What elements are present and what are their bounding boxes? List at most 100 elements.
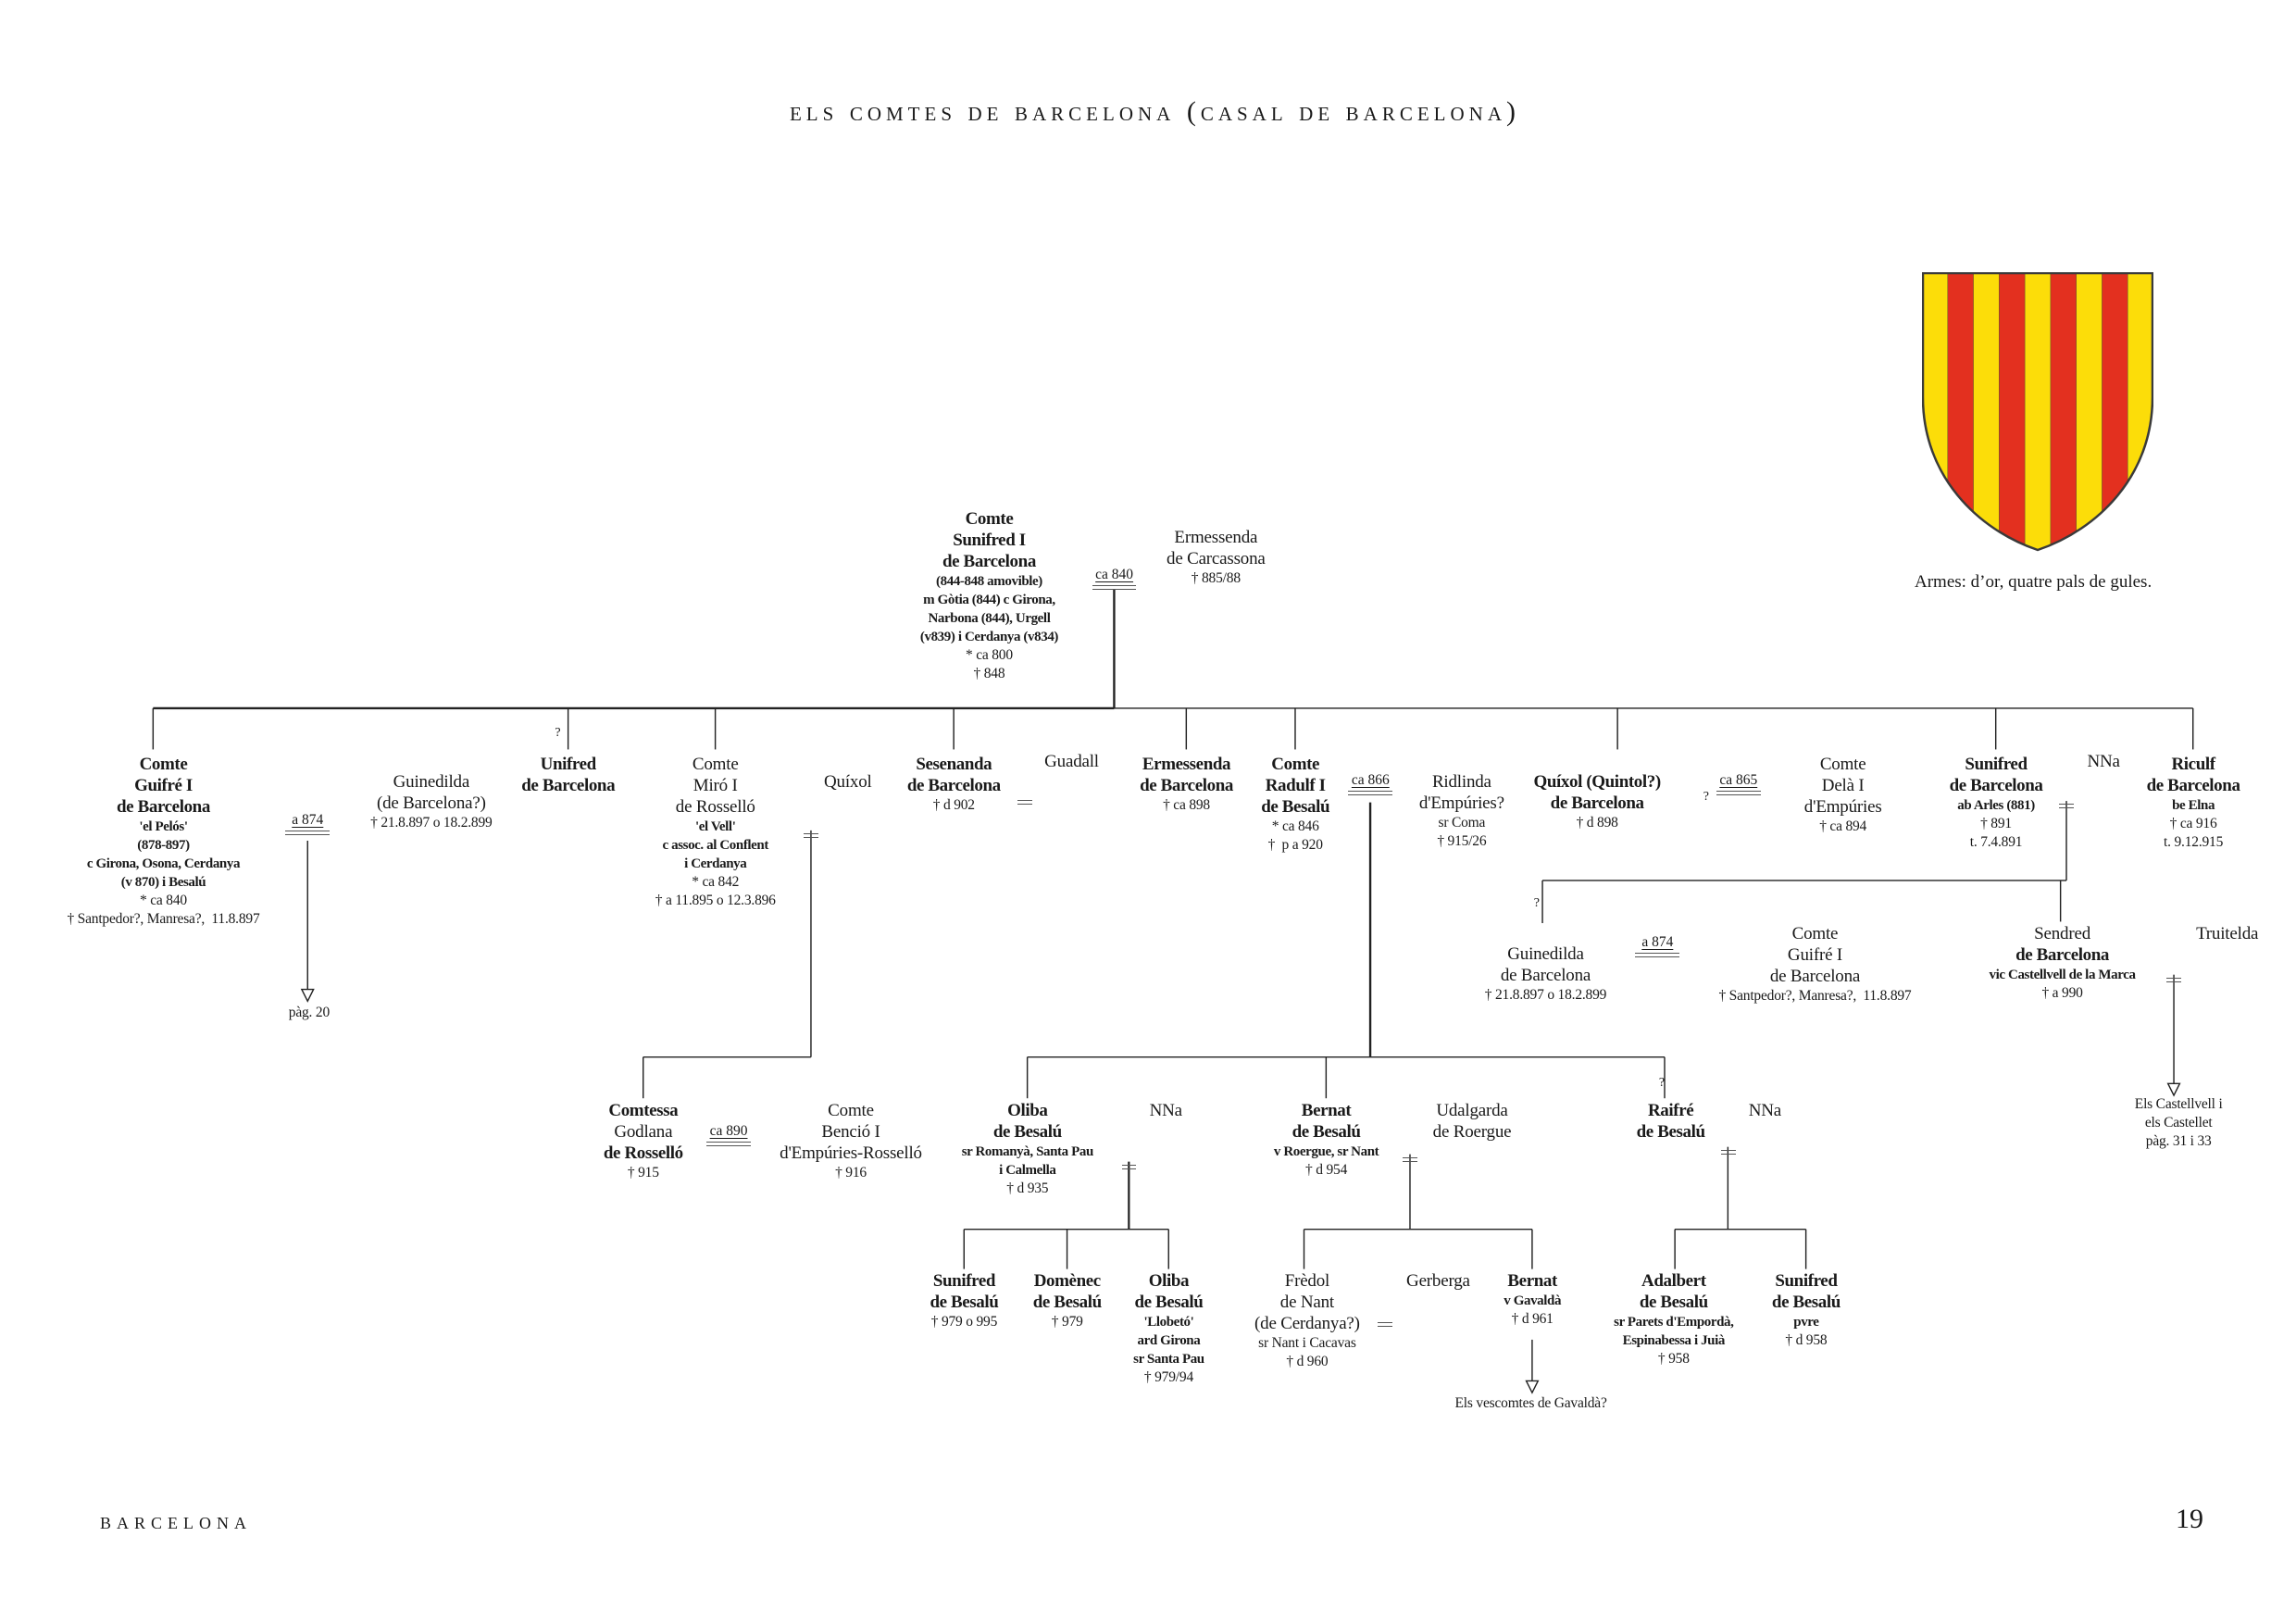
person-line: pàg. 20 [288, 1005, 330, 1021]
or-pale [1973, 273, 2001, 550]
person-line: be Elna [2172, 798, 2215, 814]
person-line: vic Castellvell de la Marca [1989, 967, 2136, 982]
marriage-date: ca 866 [1351, 772, 1390, 789]
marriage-sign [1635, 953, 1680, 958]
person-line: † 979 [1051, 1314, 1083, 1330]
marriage-a874b: a 874 [1629, 933, 1685, 958]
person-line: Guinedilda [1507, 944, 1584, 965]
person-pag20: pàg. 20 [115, 1004, 504, 1022]
person-line: Ermessenda [1174, 528, 1258, 548]
marriage-sign [1017, 799, 1032, 805]
person-line: de Nant [1279, 1293, 1335, 1313]
person-line: † ca 898 [1163, 797, 1210, 814]
person-line: NNa [1149, 1100, 1182, 1120]
person-line: * ca 842 [692, 874, 740, 891]
gules-pale [2050, 273, 2078, 550]
person-line: Gerberga [1406, 1271, 1470, 1292]
person-line: Miró I [693, 776, 738, 796]
person-line: Sunifred [1775, 1271, 1838, 1292]
marriage-date [783, 814, 839, 831]
person-line: Guinedilda [393, 772, 470, 793]
uncertain-mark: ? [1533, 896, 1540, 911]
marriage-sign [1720, 1150, 1736, 1156]
marriage-truitelda [2146, 958, 2202, 983]
person-line: Udalgarda [1436, 1100, 1508, 1120]
person-line: † d 935 [1006, 1180, 1049, 1196]
person-line: † 915/26 [1437, 833, 1487, 850]
person-line: de Besalú [1292, 1121, 1361, 1142]
marriage-date [1357, 1303, 1413, 1320]
marriage-sign [706, 1141, 751, 1146]
person-line: d'Empúries? [1418, 793, 1504, 814]
marriage-date: ca 840 [1095, 566, 1134, 582]
person-line: c assoc. al Conflent [662, 838, 768, 854]
person-line: Quíxol (Quintol?) [1533, 772, 1661, 793]
person-line: Sendred [2034, 923, 2091, 943]
person-line: † 915 [627, 1164, 659, 1181]
person-line: † p a 920 [1267, 837, 1323, 854]
person-line: Bernat [1301, 1100, 1352, 1120]
person-line: de Besalú [930, 1293, 999, 1313]
marriage-sign [1348, 791, 1393, 796]
person-vescomtes: Els vescomtes de Gavaldà? [1337, 1394, 1726, 1413]
marriage-sesenanda [997, 781, 1053, 805]
marriage-sign [285, 831, 331, 836]
person-line: † 21.8.897 o 18.2.899 [370, 815, 493, 831]
marriage-a874a: a 874 [280, 811, 335, 836]
person-nna1: NNa [1909, 751, 2296, 772]
person-line: Els vescomtes de Gavaldà? [1454, 1394, 1607, 1411]
person-line: Ridlinda [1431, 772, 1491, 793]
marriage-ca865: ca 865? [1703, 771, 1766, 804]
person-line: de Rosselló [675, 797, 755, 818]
person-line: Raifré [1647, 1100, 1694, 1120]
person-line: d'Empúries-Rosselló [780, 1143, 922, 1163]
marriage-date: ca 865 [1719, 772, 1758, 789]
person-line: de Barcelona [2015, 944, 2110, 965]
person-nna3: NNa [1570, 1100, 1959, 1121]
person-line: † ca 916 [2169, 816, 2217, 832]
person-truitelda: Truitelda [2033, 923, 2296, 944]
marriage-date [1382, 1138, 1438, 1156]
person-line: † 891 [1980, 816, 2012, 832]
person-line: Comte [1791, 923, 1839, 943]
person-line: † 958 [1657, 1351, 1690, 1368]
marriage-sign [2166, 978, 2182, 983]
person-line: Delà I [1821, 776, 1865, 796]
person-line: 'el Vell' [694, 819, 736, 835]
person-line: Comte [692, 755, 739, 775]
person-line: 'Llobetó' [1143, 1315, 1194, 1330]
or-pale [2127, 273, 2152, 550]
person-line: Sunifred [932, 1271, 996, 1292]
person-line: v Gavaldà [1504, 1293, 1562, 1309]
person-line: Oliba [1148, 1271, 1190, 1292]
person-line: † ca 894 [1819, 818, 1867, 835]
person-line: Guifré I [1787, 944, 1842, 965]
marriage-sign [1378, 1322, 1393, 1328]
person-line: Oliba [1007, 1100, 1048, 1120]
person-line: sr Parets d'Empordà, [1614, 1315, 1734, 1330]
person-line: de Besalú [992, 1121, 1062, 1142]
person-quixol2: Quíxol (Quintol?)de Barcelona† d 898 [1403, 771, 1791, 832]
marriage-quixol [783, 814, 839, 839]
marriage-raifre [1701, 1131, 1756, 1156]
marriage-oliba [1102, 1145, 1157, 1170]
person-line: Radulf I [1265, 776, 1326, 796]
person-line: Guadall [1044, 751, 1099, 771]
